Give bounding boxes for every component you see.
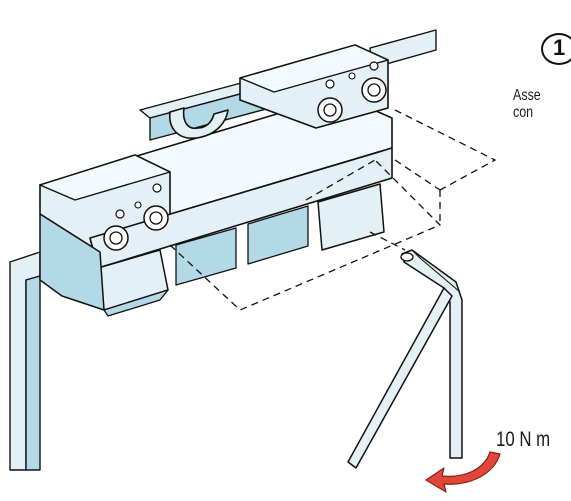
step-number-badge (541, 33, 571, 65)
left-terminal-screws (103, 183, 169, 251)
terminal-base-block (39, 44, 393, 317)
dashed-projection-outline (169, 109, 497, 311)
torque-value-label: 10 N m (496, 428, 551, 451)
instruction-text-line-1: Asse (513, 87, 541, 104)
instruction-text-line-2: con (513, 104, 534, 121)
step-number: 1 (553, 35, 566, 60)
allen-key-icon (347, 249, 463, 469)
right-terminal-screws (317, 61, 387, 123)
rotation-arrow-icon (425, 451, 501, 493)
